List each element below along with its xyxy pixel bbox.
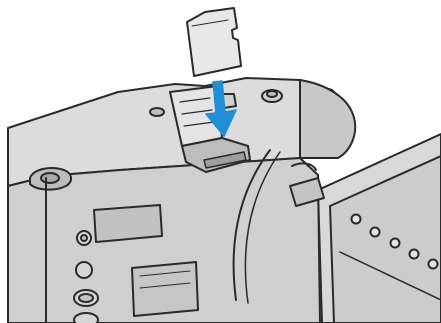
- zoom-lever-knob: [41, 173, 59, 183]
- top-screw-hole: [150, 108, 164, 116]
- front-recessed-panel: [94, 205, 162, 242]
- sd-card-body: [187, 8, 241, 76]
- lcd-button-4: [410, 250, 419, 259]
- control-button-3-center: [79, 294, 93, 302]
- lcd-button-3: [391, 239, 400, 248]
- control-button-2: [76, 262, 92, 278]
- camera-right-side: [300, 80, 355, 158]
- top-dial-center: [267, 91, 277, 97]
- lcd-button-5: [429, 260, 438, 269]
- control-button-4: [74, 313, 98, 323]
- lcd-button-1: [352, 215, 361, 224]
- control-button-1-center: [81, 235, 87, 241]
- sd-card: [187, 8, 241, 76]
- front-lower-panel: [132, 262, 198, 316]
- lcd-button-2: [371, 228, 380, 237]
